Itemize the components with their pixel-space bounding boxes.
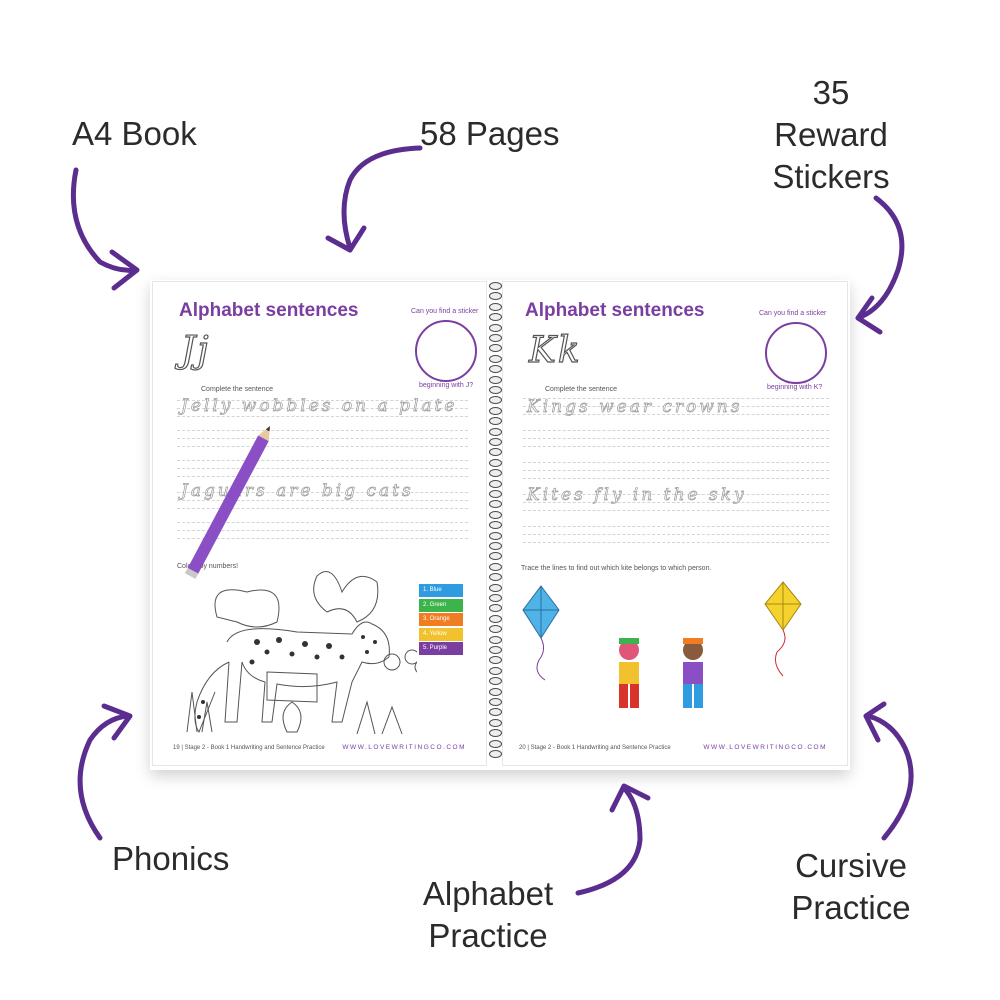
spiral-ring	[489, 635, 502, 644]
child-figure-right-icon	[683, 638, 703, 708]
website-url: WWW.LOVEWRITINGCO.COM	[703, 744, 827, 751]
spiral-ring	[489, 666, 502, 675]
spiral-ring	[489, 594, 502, 602]
spiral-ring	[489, 469, 502, 478]
spiral-ring	[489, 292, 502, 301]
spiral-ring	[489, 750, 502, 758]
arrow-cursive-practice-icon	[863, 701, 914, 841]
spiral-ring	[489, 646, 502, 654]
arrow-phonics-icon	[77, 703, 133, 841]
spiral-ring	[489, 604, 502, 613]
callout-alphabet-practice: Alphabet Practice	[422, 875, 554, 954]
spiral-ring	[489, 490, 502, 498]
arrow-a4-book-icon	[70, 167, 140, 291]
callout-reward-stickers: 35 Reward Stickers	[772, 74, 890, 195]
page-footer: 19 | Stage 2 - Book 1 Handwriting and Se…	[173, 745, 325, 751]
kite-instruction: Trace the lines to find out which kite b…	[521, 565, 712, 572]
arrow-pages-icon	[325, 145, 423, 253]
colour-key-item: 2. Green	[419, 598, 463, 612]
page-footer: 20 | Stage 2 - Book 1 Handwriting and Se…	[519, 745, 671, 751]
spiral-ring	[489, 438, 502, 446]
trace-sentence-1: Kings wear crowns	[527, 397, 743, 418]
spiral-ring	[489, 282, 502, 290]
page-title: Alphabet sentences	[525, 300, 705, 321]
spiral-ring	[489, 739, 502, 748]
tracing-letters: Kk	[528, 329, 582, 371]
arrow-alphabet-practice-icon	[575, 783, 651, 896]
spiral-ring	[489, 334, 502, 342]
spiral-ring	[489, 427, 502, 436]
callout-phonics: Phonics	[112, 840, 230, 877]
colour-by-numbers-label: Colour by numbers!	[177, 563, 239, 570]
spiral-ring	[489, 417, 502, 426]
spiral-ring	[489, 562, 502, 571]
spiral-ring	[489, 687, 502, 696]
spiral-ring	[489, 448, 502, 457]
child-figure-left-icon	[619, 638, 639, 708]
spiral-ring	[489, 386, 502, 394]
colour-key-item: 1. Blue	[419, 584, 463, 597]
colour-key-item: 4. Yellow	[419, 627, 463, 641]
kites-illustration	[522, 581, 802, 708]
spiral-ring	[489, 500, 502, 509]
spiral-ring	[489, 365, 502, 374]
tracing-letters: Jj	[180, 329, 211, 371]
callout-page-count: 58 Pages	[420, 115, 560, 152]
spiral-ring	[489, 375, 502, 384]
spiral-ring	[489, 698, 502, 706]
spiral-ring	[489, 406, 502, 415]
jaguar-illustration	[186, 571, 417, 735]
instruction-label: Complete the sentence	[201, 386, 273, 393]
spiral-ring	[489, 614, 502, 623]
spiral-ring	[489, 573, 502, 582]
spiral-ring	[489, 344, 502, 353]
trace-sentence-1: Jelly wobbles on a plate	[181, 396, 458, 417]
spiral-ring	[489, 458, 502, 467]
spiral-ring	[489, 313, 502, 322]
spiral-ring	[489, 354, 502, 363]
spiral-ring	[489, 708, 502, 717]
callout-cursive-practice: Cursive Practice	[791, 847, 911, 926]
spiral-ring	[489, 302, 502, 311]
spiral-ring	[489, 521, 502, 530]
sticker-prompt-bottom: beginning with K?	[767, 384, 823, 391]
spiral-ring	[489, 718, 502, 727]
sticker-circle	[765, 322, 827, 384]
colour-key-item: 3. Orange	[419, 613, 463, 626]
workbook-page-left: Alphabet sentences Jj Can you find a sti…	[152, 281, 487, 766]
spiral-ring	[489, 323, 502, 332]
sticker-circle	[415, 320, 477, 382]
colour-key: 1. Blue 2. Green 3. Orange 4. Yellow 5. …	[419, 584, 463, 657]
spiral-ring	[489, 531, 502, 540]
callout-a4-book: A4 Book	[72, 115, 197, 152]
blue-kite-icon	[522, 585, 560, 681]
spiral-ring	[489, 542, 502, 550]
sticker-prompt-top: Can you find a sticker	[411, 308, 479, 315]
spiral-ring	[489, 625, 502, 634]
instruction-label: Complete the sentence	[545, 386, 617, 393]
pencil-icon	[184, 426, 270, 579]
workbook-page-right: Alphabet sentences Kk Can you find a sti…	[502, 281, 848, 766]
colour-key-item: 5. Purple	[419, 642, 463, 655]
sticker-prompt-bottom: beginning with J?	[419, 382, 474, 389]
spiral-ring	[489, 552, 502, 561]
website-url: WWW.LOVEWRITINGCO.COM	[342, 744, 466, 751]
spiral-binding	[488, 282, 502, 762]
yellow-kite-icon	[764, 581, 802, 677]
spiral-ring	[489, 729, 502, 738]
writing-lines	[523, 398, 829, 548]
writing-lines	[177, 400, 468, 540]
spiral-ring	[489, 396, 502, 405]
spiral-ring	[489, 677, 502, 686]
spiral-ring	[489, 510, 502, 519]
spiral-ring	[489, 479, 502, 488]
spiral-ring	[489, 656, 502, 665]
sticker-prompt-top: Can you find a sticker	[759, 310, 827, 317]
trace-sentence-2: Kites fly in the sky	[527, 485, 747, 506]
spiral-ring	[489, 583, 502, 592]
arrow-stickers-icon	[855, 195, 905, 335]
page-title: Alphabet sentences	[179, 300, 359, 321]
